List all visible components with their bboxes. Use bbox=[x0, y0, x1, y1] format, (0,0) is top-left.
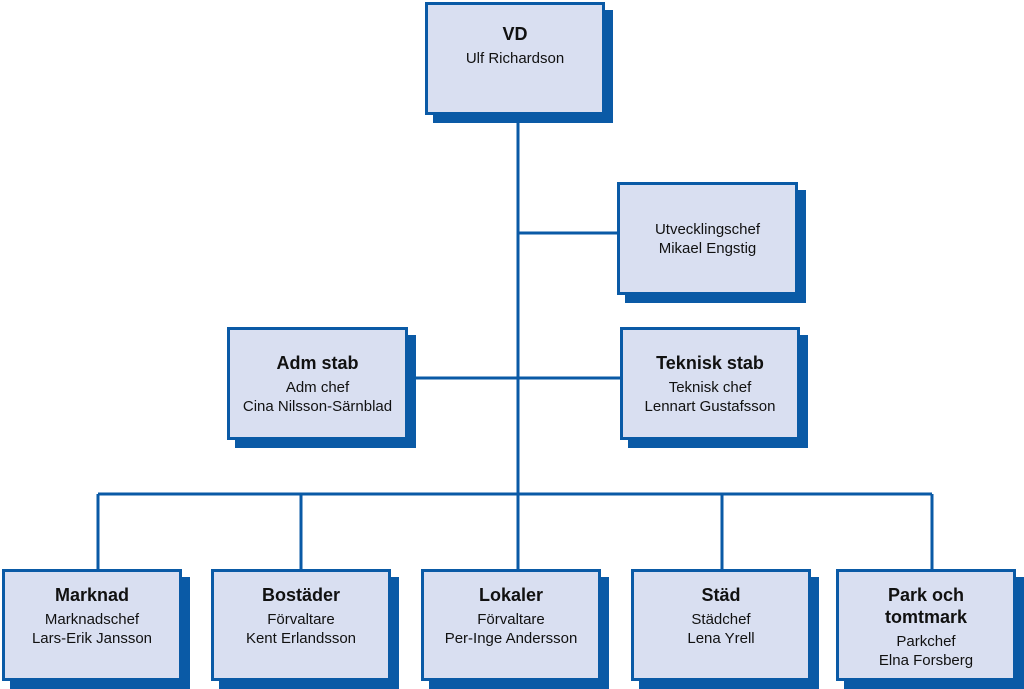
bostader-name: Kent Erlandsson bbox=[245, 630, 357, 647]
bostader-title: Bostäder bbox=[261, 585, 341, 605]
bostader-role: Förvaltare bbox=[267, 611, 335, 628]
stad-box: Städ Städchef Lena Yrell bbox=[631, 569, 811, 681]
adm-stab-role: Adm chef bbox=[285, 378, 350, 396]
marknad-name: Lars-Erik Jansson bbox=[31, 630, 153, 647]
teknisk-stab-box: Teknisk stab Teknisk chef Lennart Gustaf… bbox=[620, 327, 800, 440]
stad-name: Lena Yrell bbox=[687, 630, 755, 647]
lokaler-role: Förvaltare bbox=[477, 611, 545, 628]
marknad-role: Marknadschef bbox=[44, 611, 140, 628]
marknad-box: Marknad Marknadschef Lars-Erik Jansson bbox=[2, 569, 182, 681]
lokaler-title: Lokaler bbox=[478, 585, 544, 605]
stad-title: Städ bbox=[701, 585, 741, 605]
adm-stab-box: Adm stab Adm chef Cina Nilsson-Särnblad bbox=[227, 327, 408, 440]
park-title-line2: tomtmark bbox=[884, 607, 968, 627]
teknisk-stab-title: Teknisk stab bbox=[656, 352, 764, 373]
bostader-box: Bostäder Förvaltare Kent Erlandsson bbox=[211, 569, 391, 681]
vd-name: Ulf Richardson bbox=[465, 50, 565, 67]
adm-stab-title: Adm stab bbox=[276, 352, 359, 373]
park-role: Parkchef bbox=[896, 633, 956, 650]
utveckling-name: Mikael Engstig bbox=[658, 239, 757, 257]
park-box: Park och tomtmark Parkchef Elna Forsberg bbox=[836, 569, 1016, 681]
park-name: Elna Forsberg bbox=[878, 652, 974, 669]
teknisk-stab-role: Teknisk chef bbox=[668, 378, 752, 396]
adm-stab-name: Cina Nilsson-Särnblad bbox=[242, 397, 393, 415]
teknisk-stab-name: Lennart Gustafsson bbox=[644, 397, 776, 415]
stad-role: Städchef bbox=[691, 611, 751, 628]
marknad-title: Marknad bbox=[54, 585, 130, 605]
utveckling-box: Utvecklingschef Mikael Engstig bbox=[617, 182, 798, 295]
vd-box: VD Ulf Richardson bbox=[425, 2, 605, 115]
lokaler-box: Lokaler Förvaltare Per-Inge Andersson bbox=[421, 569, 601, 681]
lokaler-name: Per-Inge Andersson bbox=[444, 630, 578, 647]
vd-title: VD bbox=[502, 24, 528, 44]
utveckling-role: Utvecklingschef bbox=[654, 220, 761, 238]
park-title-line1: Park och bbox=[887, 585, 965, 605]
